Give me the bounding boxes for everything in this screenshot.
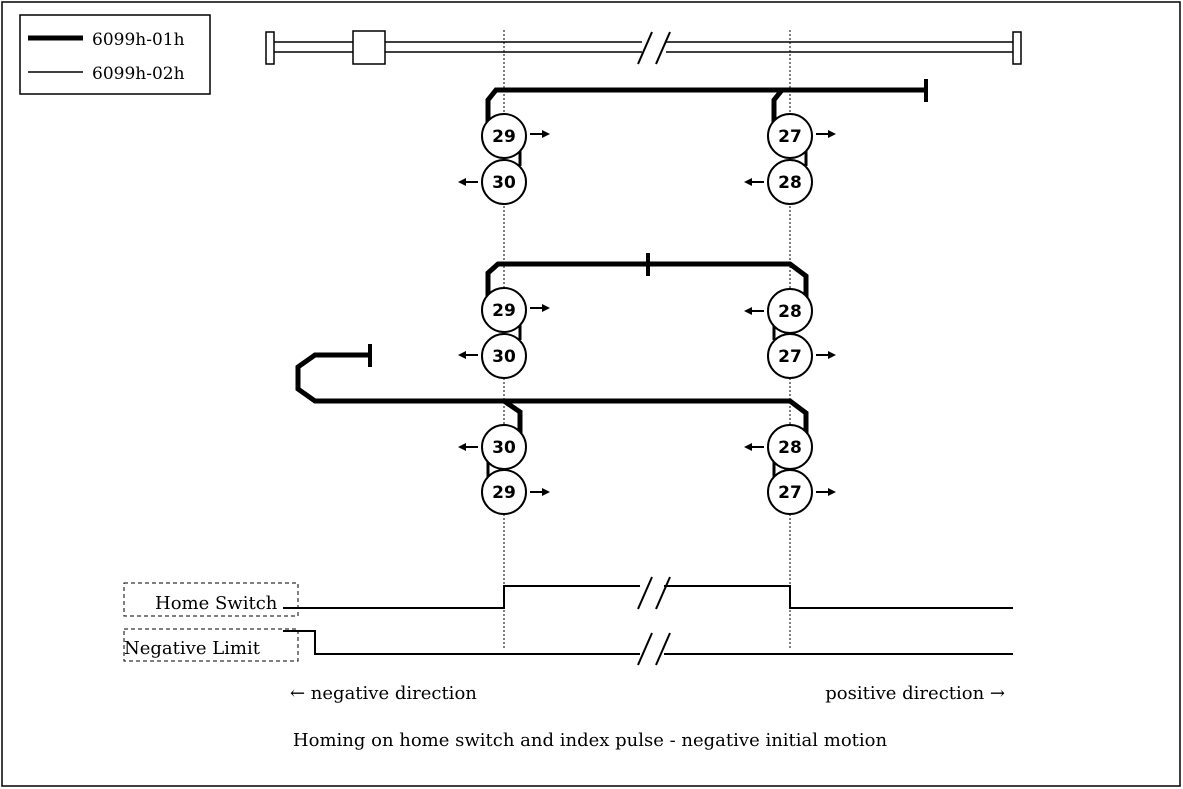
negative-direction-label: ← negative direction xyxy=(290,683,477,704)
method-circle-row1-right-top: 27 xyxy=(767,113,836,159)
method-circle-row2-left-top: 29 xyxy=(481,287,550,333)
carriage xyxy=(352,30,386,65)
home-switch-waveform-right xyxy=(664,585,1013,609)
home-switch-label-box xyxy=(123,582,299,617)
row1-thick-path xyxy=(485,87,926,125)
home-switch-break-mark-1 xyxy=(637,576,653,610)
method-circle-row1-left-top: 29 xyxy=(481,113,550,159)
row3-left-branch xyxy=(502,398,523,436)
rail-right-stop xyxy=(1012,31,1022,65)
svg-text:29: 29 xyxy=(492,301,516,321)
negative-limit-waveform-left xyxy=(283,630,640,655)
method-circle-row2-right-top: 28 xyxy=(744,288,813,334)
svg-text:27: 27 xyxy=(778,347,802,367)
svg-text:28: 28 xyxy=(778,438,802,458)
svg-text:29: 29 xyxy=(492,127,516,147)
home-switch-signal: Home Switch xyxy=(123,576,1013,617)
svg-text:29: 29 xyxy=(492,483,516,503)
method-circle-row2-left-bottom: 30 xyxy=(458,333,527,379)
row1-paths xyxy=(485,79,928,166)
row1-right-branch xyxy=(771,88,784,125)
rail-left-stop xyxy=(265,31,275,65)
svg-text:30: 30 xyxy=(492,347,516,367)
method-circle-row3-left-top: 30 xyxy=(458,424,527,470)
svg-text:28: 28 xyxy=(778,302,802,322)
rail-break-mark-2 xyxy=(655,31,671,65)
legend-box xyxy=(19,14,211,95)
row2-thick-path xyxy=(485,261,809,300)
negative-limit-break-mark-2 xyxy=(655,632,671,666)
method-circle-row3-right-bottom: 27 xyxy=(767,469,836,515)
legend-label-thick: 6099h-01h xyxy=(92,30,185,50)
legend-label-thin: 6099h-02h xyxy=(92,64,185,84)
legend: 6099h-01h 6099h-02h xyxy=(19,14,211,95)
row3-thick-path xyxy=(295,352,809,436)
method-circle-row1-left-bottom: 30 xyxy=(458,159,527,205)
method-circle-row3-right-top: 28 xyxy=(744,424,813,470)
home-switch-label: Home Switch xyxy=(155,593,278,614)
diagram-caption: Homing on home switch and index pulse - … xyxy=(293,730,888,751)
method-circle-row1-right-bottom: 28 xyxy=(744,159,813,205)
svg-text:27: 27 xyxy=(778,127,802,147)
row2-paths xyxy=(485,253,809,340)
method-circle-row2-right-bottom: 27 xyxy=(767,333,836,379)
row3-paths xyxy=(295,344,809,478)
negative-limit-label-box xyxy=(123,628,299,662)
negative-limit-signal: Negative Limit xyxy=(123,628,1013,666)
negative-limit-label: Negative Limit xyxy=(124,638,261,659)
home-switch-break-mark-2 xyxy=(655,576,671,610)
rail-break-mark-1 xyxy=(637,31,653,65)
negative-limit-break-mark-1 xyxy=(637,632,653,666)
home-switch-waveform-left xyxy=(283,585,640,609)
svg-text:28: 28 xyxy=(778,173,802,193)
svg-text:30: 30 xyxy=(492,438,516,458)
svg-text:27: 27 xyxy=(778,483,802,503)
svg-text:30: 30 xyxy=(492,173,516,193)
travel-rail xyxy=(265,30,1022,65)
method-circle-row3-left-bottom: 29 xyxy=(481,469,550,515)
positive-direction-label: positive direction → xyxy=(825,683,1005,704)
